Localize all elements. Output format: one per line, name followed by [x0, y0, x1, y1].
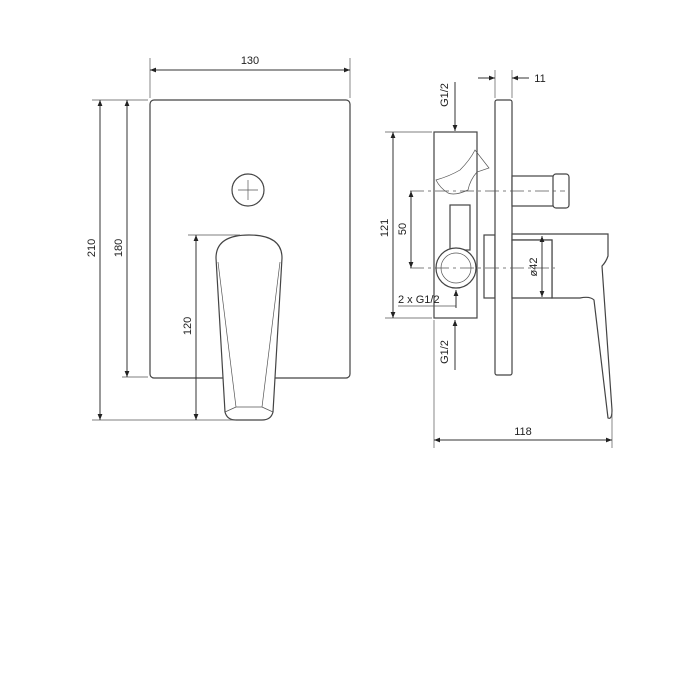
dimension-total-height: 210 — [86, 99, 236, 421]
plate-thickness-label: 11 — [534, 73, 545, 85]
dimension-body-height: 121 — [379, 131, 432, 319]
dimension-side-connections: 2 x G1/2 — [398, 290, 459, 308]
lever-handle-side — [511, 233, 613, 419]
axis-distance-label: 50 — [397, 223, 409, 235]
escutcheon-ring — [483, 234, 496, 299]
diverter-knob — [231, 173, 265, 207]
body-height-label: 121 — [379, 219, 391, 237]
lever-handle-front — [215, 234, 283, 421]
dimension-handle-height: 120 — [182, 234, 240, 420]
dimension-depth: 118 — [433, 320, 613, 448]
width-label: 130 — [241, 55, 259, 67]
dimension-bottom-outlet: G1/2 — [439, 320, 458, 370]
dimension-plate-height: 180 — [113, 100, 148, 378]
depth-label: 118 — [514, 426, 532, 438]
escutcheon-diameter-label: ø42 — [528, 258, 540, 277]
top-inlet-label: G1/2 — [439, 83, 451, 107]
side-view: 11 G1/2 G1/2 2 x G1/2 121 50 ø42 — [379, 70, 613, 448]
side-connections-label: 2 x G1/2 — [398, 294, 440, 306]
dimension-axis-distance: 50 — [397, 191, 414, 268]
dimension-width: 130 — [149, 55, 351, 98]
plate-height-label: 180 — [113, 239, 125, 257]
total-height-label: 210 — [86, 239, 98, 257]
dimension-top-inlet: G1/2 — [439, 82, 458, 131]
dimension-plate-thickness: 11 — [478, 70, 546, 98]
body-pipe — [449, 204, 471, 251]
bottom-outlet-label: G1/2 — [439, 340, 451, 364]
handle-height-label: 120 — [182, 317, 194, 335]
side-plate — [494, 99, 513, 376]
dimension-escutcheon-diameter: ø42 — [528, 236, 545, 297]
front-view: 130 210 180 120 — [86, 55, 351, 421]
body-casting — [435, 149, 490, 195]
